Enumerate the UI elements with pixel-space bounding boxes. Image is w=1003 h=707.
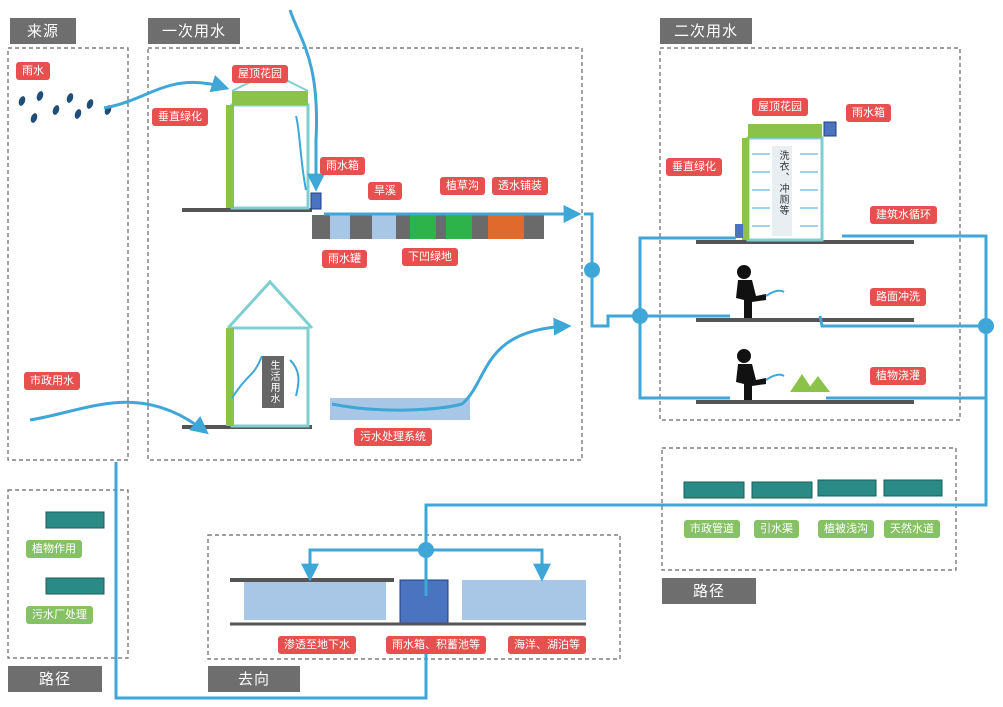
primary-box bbox=[147, 47, 583, 461]
house-secondary-icon bbox=[696, 121, 914, 244]
label-sunken-green: 下凹绿地 bbox=[402, 248, 458, 266]
label-vertical-green-2: 垂直绿化 bbox=[666, 158, 722, 176]
header-destination: 去向 bbox=[208, 666, 300, 692]
label-storage: 雨水箱、积蓄池等 bbox=[386, 636, 486, 654]
plant-use-box bbox=[45, 511, 105, 529]
sewage-plant-box bbox=[45, 577, 105, 595]
section-boxes bbox=[7, 47, 961, 660]
destination-graphics bbox=[230, 578, 586, 626]
label-roof-garden-1: 屋顶花园 bbox=[232, 65, 288, 83]
label-plant-irrigation: 植物浇灌 bbox=[870, 367, 926, 385]
label-rain-tank-2: 雨水箱 bbox=[846, 104, 891, 122]
domestic-water-text: 生活用水 bbox=[268, 360, 279, 404]
label-permeable-paving: 透水铺装 bbox=[492, 177, 548, 195]
header-primary: 一次用水 bbox=[148, 18, 240, 44]
label-infiltrate: 渗透至地下水 bbox=[278, 636, 356, 654]
label-roof-garden-2: 屋顶花园 bbox=[752, 98, 808, 116]
label-building-cycle: 建筑水循环 bbox=[870, 206, 937, 224]
worker-wash-icon bbox=[736, 265, 785, 318]
header-secondary: 二次用水 bbox=[660, 18, 752, 44]
secondary-grounds bbox=[696, 318, 914, 404]
path-left-box bbox=[7, 489, 129, 659]
label-municipal-water: 市政用水 bbox=[24, 372, 80, 390]
secondary-box bbox=[659, 47, 961, 421]
label-natural-channel: 天然水道 bbox=[884, 520, 940, 538]
laundry-text: 洗衣、冲厕等 bbox=[777, 150, 788, 216]
label-dry-creek: 旱溪 bbox=[368, 182, 402, 200]
label-municipal-pipe: 市政管道 bbox=[684, 520, 740, 538]
header-path-left: 路径 bbox=[8, 666, 102, 692]
label-vegetated-ditch: 植被浅沟 bbox=[818, 520, 874, 538]
raindrops-icon bbox=[18, 91, 112, 123]
flow-lines bbox=[29, 9, 988, 700]
label-vertical-green-1: 垂直绿化 bbox=[152, 108, 208, 126]
label-rain-tank-1: 雨水箱 bbox=[320, 157, 365, 175]
house-bottom-icon bbox=[182, 279, 470, 429]
worker-irrigate-icon bbox=[736, 349, 785, 400]
label-rain-barrel: 雨水罐 bbox=[322, 250, 367, 268]
label-road-wash: 路面冲洗 bbox=[870, 288, 926, 306]
header-source: 来源 bbox=[10, 18, 76, 44]
right-path-boxes bbox=[683, 479, 943, 499]
tree-icon bbox=[790, 374, 830, 392]
house-top-icon bbox=[182, 70, 322, 212]
label-plant-use: 植物作用 bbox=[26, 540, 82, 558]
label-rain: 雨水 bbox=[16, 62, 50, 80]
label-grass-swale: 植草沟 bbox=[440, 177, 485, 195]
flow-junctions bbox=[418, 262, 994, 558]
label-ocean-lake: 海洋、湖泊等 bbox=[508, 636, 586, 654]
ground-strip bbox=[312, 215, 544, 239]
label-sewage-plant: 污水厂处理 bbox=[26, 606, 93, 624]
path-right-box bbox=[661, 447, 957, 571]
header-path-right: 路径 bbox=[662, 578, 756, 604]
label-diversion-canal: 引水渠 bbox=[754, 520, 799, 538]
destination-box bbox=[207, 534, 621, 660]
source-box bbox=[7, 47, 129, 461]
label-sewage-system: 污水处理系统 bbox=[354, 428, 432, 446]
